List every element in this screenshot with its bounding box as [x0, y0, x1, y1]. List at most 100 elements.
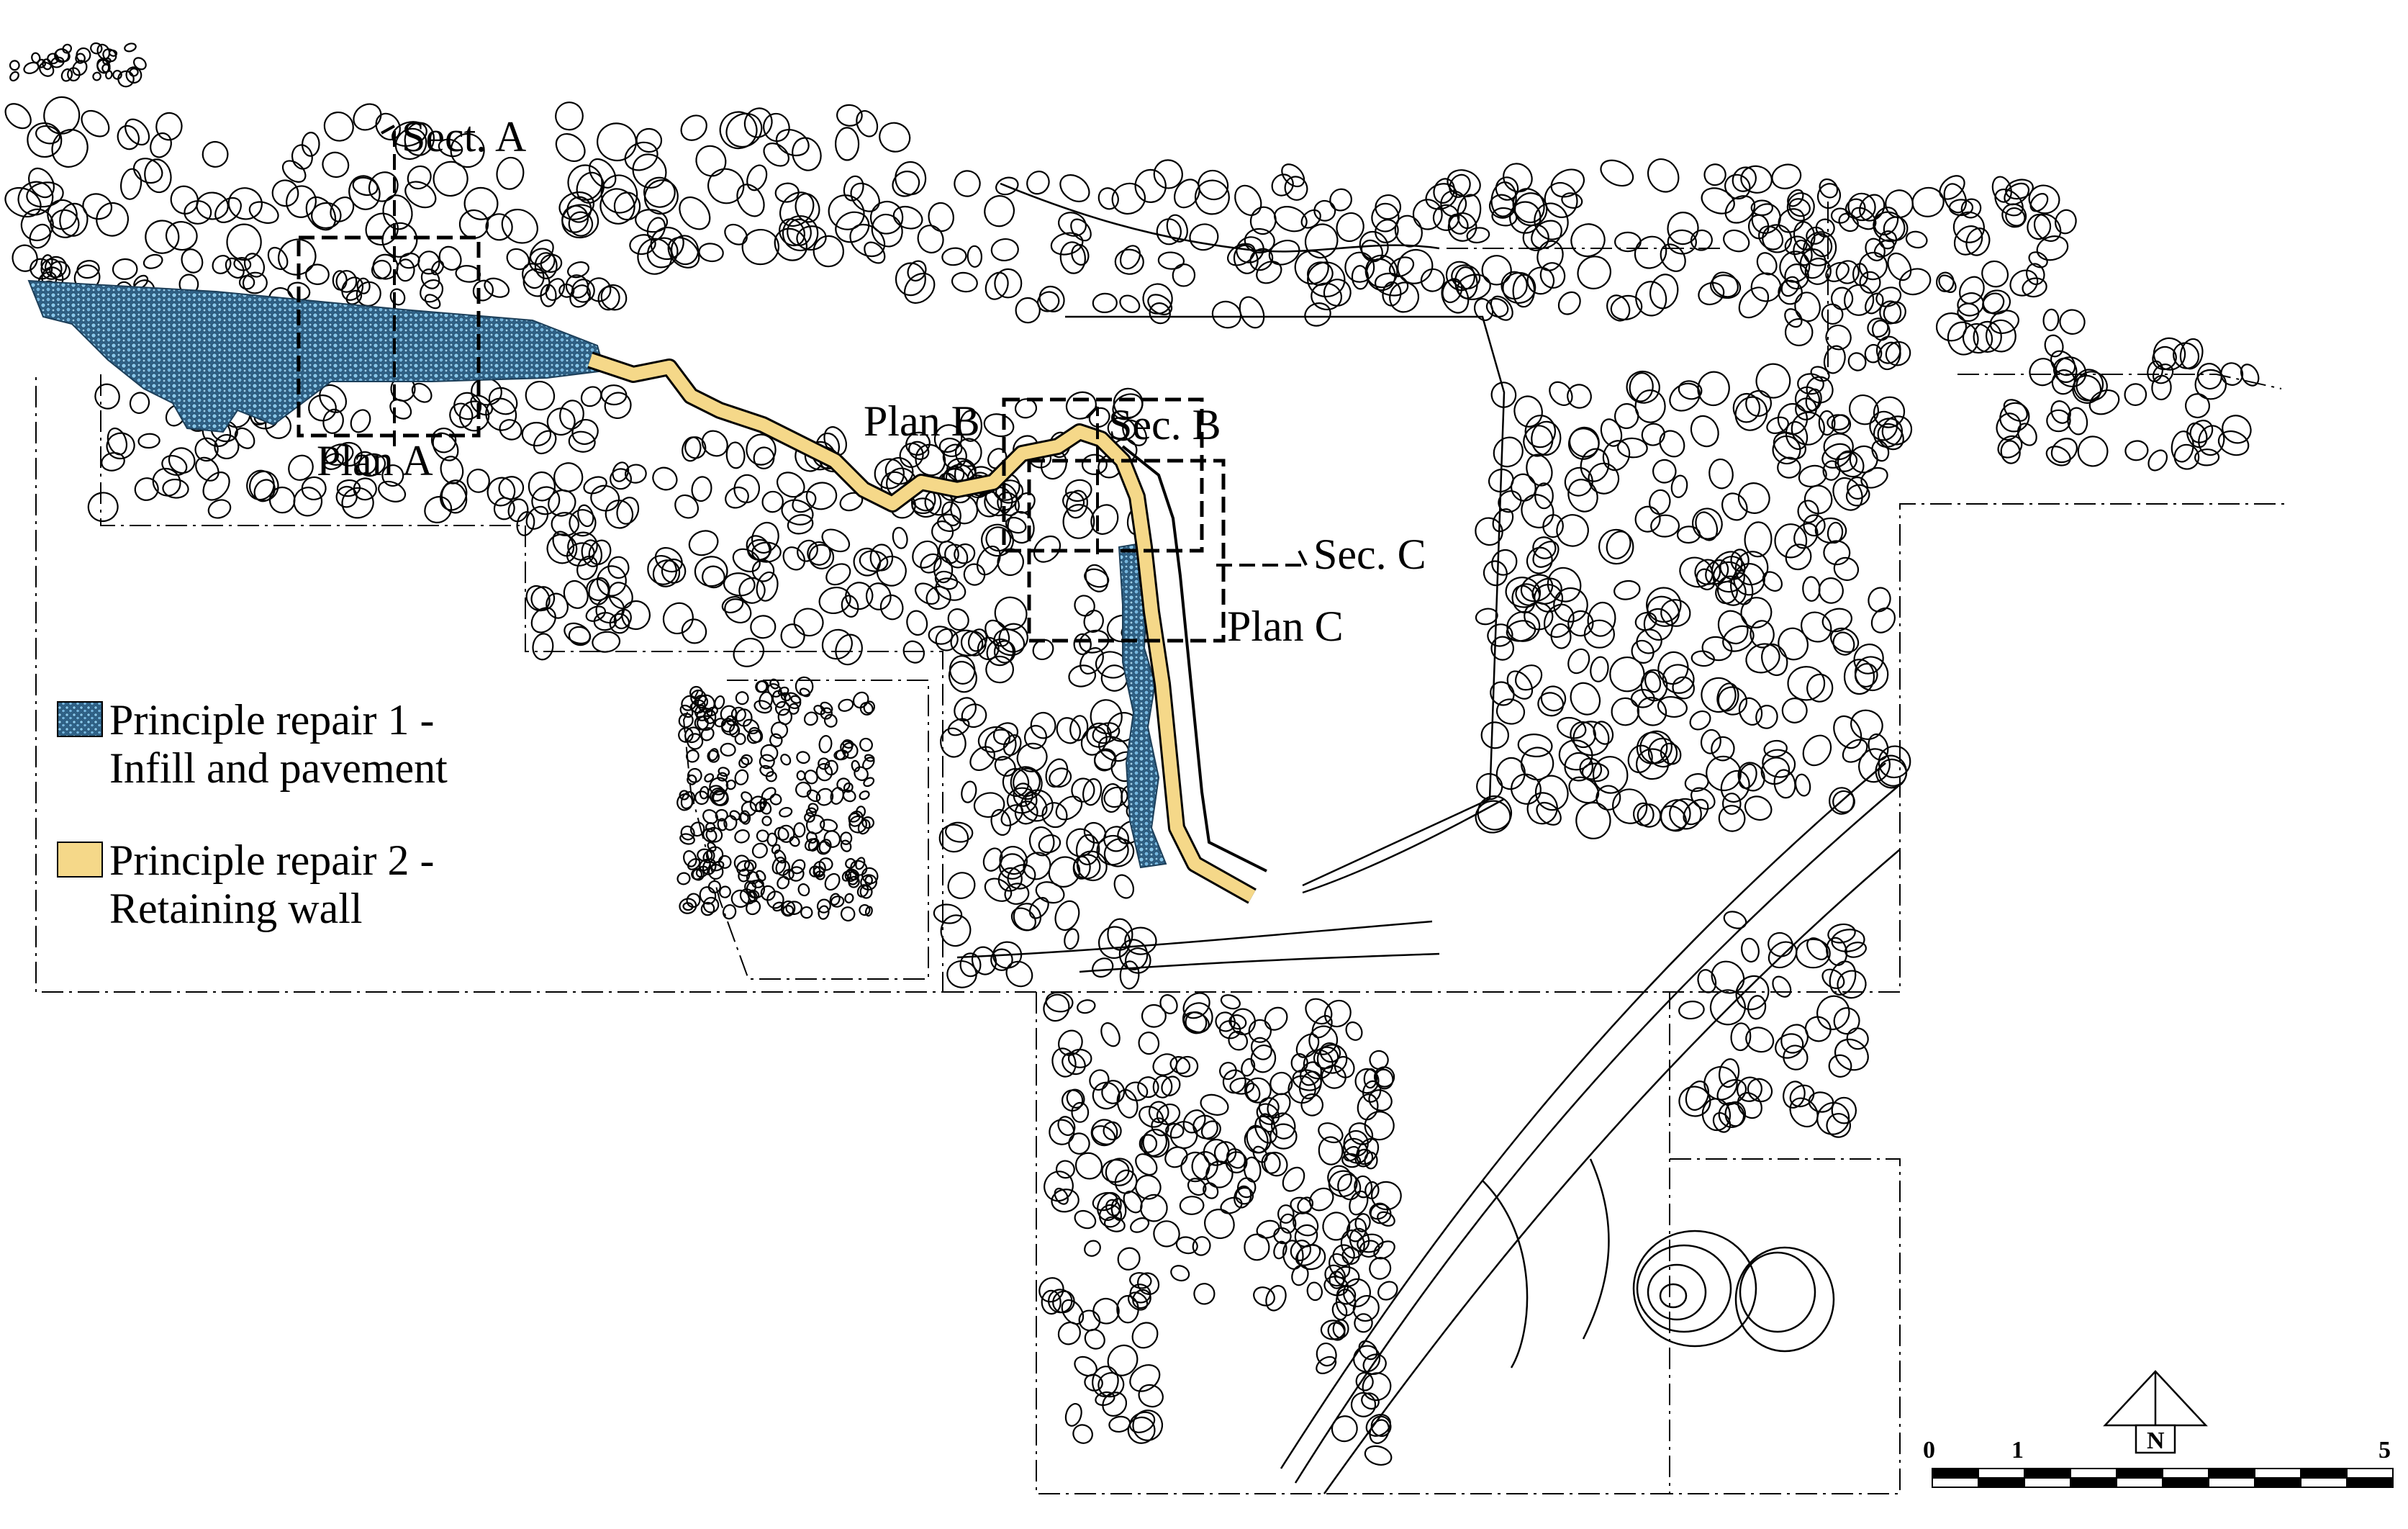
stone: [1994, 188, 2024, 217]
stone: [72, 60, 88, 76]
stone: [724, 598, 752, 624]
stone: [1962, 323, 1993, 354]
stone: [993, 628, 1026, 657]
stone: [576, 555, 598, 580]
stone: [1532, 536, 1557, 559]
stone: [1049, 767, 1072, 788]
stone: [1092, 1191, 1118, 1212]
stone: [774, 826, 789, 841]
stone: [751, 521, 779, 554]
stone: [2055, 356, 2087, 388]
stone: [1694, 559, 1721, 585]
stone: [1141, 1129, 1168, 1157]
stone: [1793, 239, 1813, 266]
stone: [1503, 163, 1533, 193]
stone: [1026, 171, 1050, 195]
stone: [1233, 244, 1259, 274]
stone: [1859, 194, 1886, 222]
stone: [954, 438, 982, 467]
stone: [1784, 308, 1803, 328]
stone: [225, 257, 245, 279]
stone: [102, 58, 112, 65]
stone: [1613, 403, 1639, 429]
stone: [1182, 1109, 1206, 1134]
stone: [1119, 294, 1141, 313]
stone: [679, 898, 697, 914]
stone: [1140, 1194, 1168, 1222]
stone: [1848, 394, 1880, 425]
stone: [581, 539, 603, 567]
stone: [990, 808, 1012, 836]
stone: [1132, 1289, 1151, 1309]
stone: [1322, 1212, 1351, 1241]
stone: [588, 158, 617, 189]
stone: [1253, 1286, 1275, 1307]
stone: [1858, 748, 1891, 783]
stone: [1291, 1264, 1309, 1286]
stone: [1947, 321, 1979, 356]
stone: [1334, 1055, 1355, 1078]
stone: [43, 96, 81, 135]
stone: [780, 623, 805, 649]
stone: [1090, 504, 1119, 535]
stone: [774, 182, 800, 203]
stone: [1134, 168, 1167, 203]
stone: [1213, 1141, 1237, 1165]
stone: [1078, 1309, 1101, 1332]
stone: [552, 531, 575, 557]
stone: [857, 818, 871, 835]
stone: [759, 764, 774, 777]
stone: [1515, 664, 1543, 691]
stone: [1038, 834, 1062, 854]
stone: [1065, 391, 1097, 420]
stone: [699, 886, 717, 905]
stone: [1244, 1126, 1272, 1154]
stone: [2147, 449, 2168, 472]
stone: [1717, 610, 1749, 645]
stone: [935, 577, 967, 601]
stone: [792, 137, 822, 171]
stone: [779, 807, 793, 818]
stone: [1711, 271, 1739, 298]
stone: [796, 770, 806, 781]
stone: [1883, 301, 1906, 324]
stone: [604, 392, 632, 419]
stone: [1845, 942, 1867, 958]
stone: [350, 409, 371, 433]
stone: [1700, 729, 1721, 754]
stone: [1332, 1319, 1349, 1339]
stone: [2036, 235, 2069, 261]
stone: [134, 477, 159, 501]
stone: [902, 640, 925, 664]
stone: [558, 283, 575, 298]
stone: [756, 829, 769, 843]
stone: [1062, 504, 1095, 539]
stone: [1735, 975, 1770, 1011]
stone: [706, 706, 718, 717]
stone: [1092, 957, 1114, 978]
stone: [1723, 229, 1750, 253]
stone: [724, 223, 748, 245]
stone: [1561, 192, 1583, 209]
stone: [2028, 184, 2060, 215]
scale-tick-0: 0: [1923, 1437, 1935, 1463]
stone: [715, 808, 728, 822]
stone: [1636, 628, 1662, 654]
stone: [805, 814, 825, 835]
stone: [322, 408, 344, 434]
stone: [1169, 1121, 1198, 1150]
stone: [1634, 611, 1657, 631]
stone: [959, 410, 983, 442]
stone: [1825, 261, 1850, 282]
stone: [746, 871, 760, 885]
stone: [1457, 194, 1482, 230]
stone: [1981, 260, 2009, 288]
stone: [1679, 556, 1714, 588]
stone: [278, 238, 317, 276]
stone: [1485, 297, 1509, 318]
stone: [1324, 1264, 1346, 1287]
stone: [87, 492, 119, 523]
stone: [1007, 510, 1035, 544]
stone: [1375, 219, 1399, 244]
stone: [646, 237, 679, 269]
